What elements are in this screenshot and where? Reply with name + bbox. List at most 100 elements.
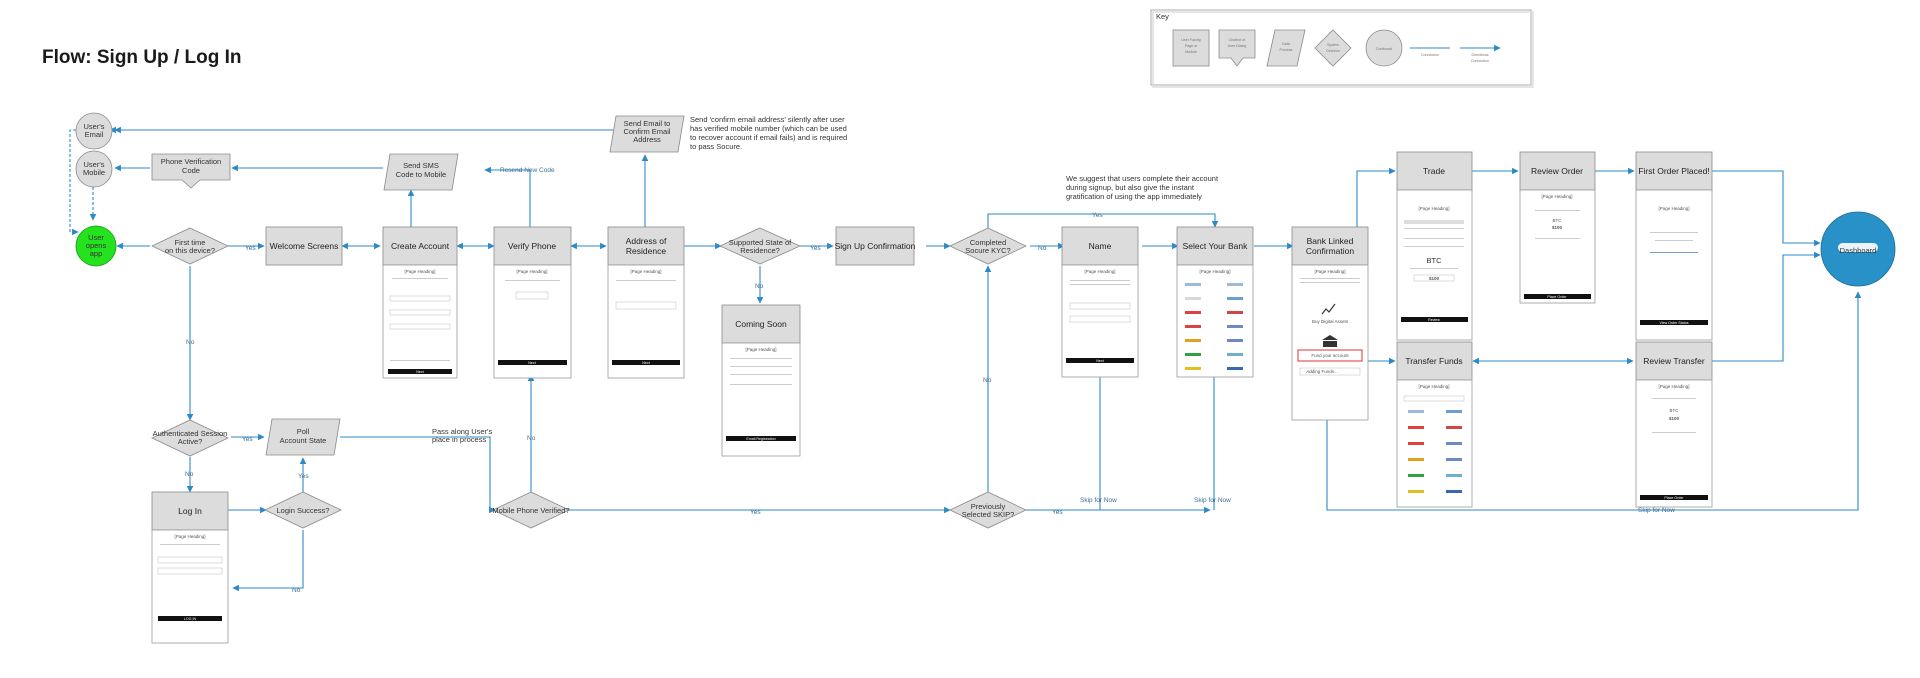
fund-account-highlight[interactable] bbox=[1297, 349, 1363, 362]
svg-text:Review: Review bbox=[1428, 318, 1440, 322]
email-note: Send 'confirm email address' silently af… bbox=[690, 115, 847, 151]
edge-label-yes-1: Yes bbox=[245, 245, 256, 252]
node-dashboard[interactable]: Dashboard bbox=[1820, 211, 1896, 287]
address-next-button[interactable] bbox=[612, 360, 680, 365]
name-next-button[interactable] bbox=[1066, 358, 1134, 363]
node-welcome-screens[interactable]: Welcome Screens bbox=[265, 226, 343, 266]
edge-label-no-5: No bbox=[292, 587, 301, 594]
svg-text:Next: Next bbox=[528, 361, 535, 365]
svg-text:Place Order: Place Order bbox=[1547, 295, 1567, 299]
node-create-account[interactable]: Create Account [Page Heading] Next bbox=[382, 226, 458, 379]
edge-label-yes-2: Yes bbox=[810, 245, 821, 252]
edge-label-skip-2: Skip for Now bbox=[1194, 497, 1231, 504]
review-order-place-button[interactable] bbox=[1524, 294, 1591, 299]
svg-text:$100: $100 bbox=[1429, 276, 1440, 281]
edge-label-yes-6: Yes bbox=[750, 509, 761, 516]
dashboard-label: Dashboard bbox=[1840, 246, 1877, 255]
verify-phone-label: Verify Phone bbox=[508, 241, 556, 251]
view-order-status-button[interactable] bbox=[1640, 320, 1708, 325]
legend-process-shape bbox=[1266, 29, 1306, 67]
verify-phone-next-button[interactable] bbox=[498, 360, 567, 365]
svg-text:LOG IN: LOG IN bbox=[184, 617, 197, 621]
edge-label-skip-1: Skip for Now bbox=[1080, 497, 1117, 504]
svg-text:Next: Next bbox=[642, 361, 649, 365]
signup-confirmation-label: Sign Up Confirmation bbox=[835, 241, 916, 251]
node-mobile-verified-decision[interactable]: Mobile Phone Verified? bbox=[492, 491, 570, 529]
email-registration-button[interactable] bbox=[726, 436, 796, 441]
name-label: Name bbox=[1089, 241, 1112, 251]
review-transfer-label: Review Transfer bbox=[1643, 356, 1705, 366]
svg-text:$100: $100 bbox=[1552, 225, 1563, 230]
svg-text:[Page Heading]: [Page Heading] bbox=[745, 347, 776, 352]
trade-review-button[interactable] bbox=[1401, 317, 1468, 322]
welcome-screens-label: Welcome Screens bbox=[270, 241, 339, 251]
node-name[interactable]: Name [Page Heading] Next bbox=[1061, 226, 1139, 378]
legend-dialog-shape bbox=[1218, 29, 1256, 67]
legend-continued-shape bbox=[1365, 29, 1403, 67]
node-verify-phone[interactable]: Verify Phone [Page Heading] Next bbox=[493, 226, 572, 379]
node-transfer-funds[interactable]: Transfer Funds [Page Heading] bbox=[1396, 341, 1473, 508]
first-order-label: First Order Placed! bbox=[1638, 166, 1709, 176]
node-review-order[interactable]: Review Order [Page Heading] BTC $100 Pla… bbox=[1519, 151, 1596, 304]
svg-text:Place Order: Place Order bbox=[1664, 496, 1684, 500]
review-transfer-place-button[interactable] bbox=[1640, 495, 1708, 500]
mobile-verified-label: Mobile Phone Verified? bbox=[492, 506, 569, 515]
log-in-label: Log In bbox=[178, 506, 202, 516]
select-bank-label: Select Your Bank bbox=[1183, 241, 1248, 251]
svg-text:[Page Heading]: [Page Heading] bbox=[630, 269, 661, 274]
create-account-next-button[interactable] bbox=[388, 369, 452, 374]
node-login-success-decision[interactable]: Login Success? bbox=[264, 491, 342, 529]
node-select-your-bank[interactable]: Select Your Bank [Page Heading] bbox=[1176, 226, 1254, 378]
transfer-funds-label: Transfer Funds bbox=[1405, 356, 1462, 366]
svg-text:[Page Heading]: [Page Heading] bbox=[1199, 269, 1230, 274]
edge-label-no-1: No bbox=[755, 283, 764, 290]
node-review-transfer[interactable]: Review Transfer [Page Heading] BTC $100 … bbox=[1635, 341, 1713, 508]
edge-label-no-6: No bbox=[527, 435, 536, 442]
svg-text:$100: $100 bbox=[1669, 416, 1680, 421]
node-signup-confirmation[interactable]: Sign Up Confirmation bbox=[835, 226, 916, 266]
svg-text:[Page Heading]: [Page Heading] bbox=[174, 534, 205, 539]
node-trade[interactable]: Trade [Page Heading] BTC $100 Review bbox=[1396, 151, 1473, 341]
edge-label-skip-3: Skip for Now bbox=[1638, 507, 1675, 514]
bank-icon bbox=[1322, 335, 1338, 347]
dashboard-pill bbox=[1838, 243, 1878, 252]
svg-text:[Page Heading]: [Page Heading] bbox=[1314, 269, 1345, 274]
node-log-in[interactable]: Log In [Page Heading] LOG IN bbox=[151, 491, 229, 644]
node-coming-soon[interactable]: Coming Soon [Page Heading] Email Registr… bbox=[721, 304, 801, 457]
trade-label: Trade bbox=[1423, 166, 1445, 176]
svg-text:[Page Heading]: [Page Heading] bbox=[404, 269, 435, 274]
svg-text:[Page Heading]: [Page Heading] bbox=[1541, 194, 1572, 199]
edge-label-resend: Resend New Code bbox=[500, 167, 555, 174]
coming-soon-label: Coming Soon bbox=[735, 319, 787, 329]
node-first-order-placed[interactable]: First Order Placed! [Page Heading] View … bbox=[1635, 151, 1713, 341]
edge-label-yes-5: Yes bbox=[298, 473, 309, 480]
log-in-button[interactable] bbox=[158, 616, 222, 621]
